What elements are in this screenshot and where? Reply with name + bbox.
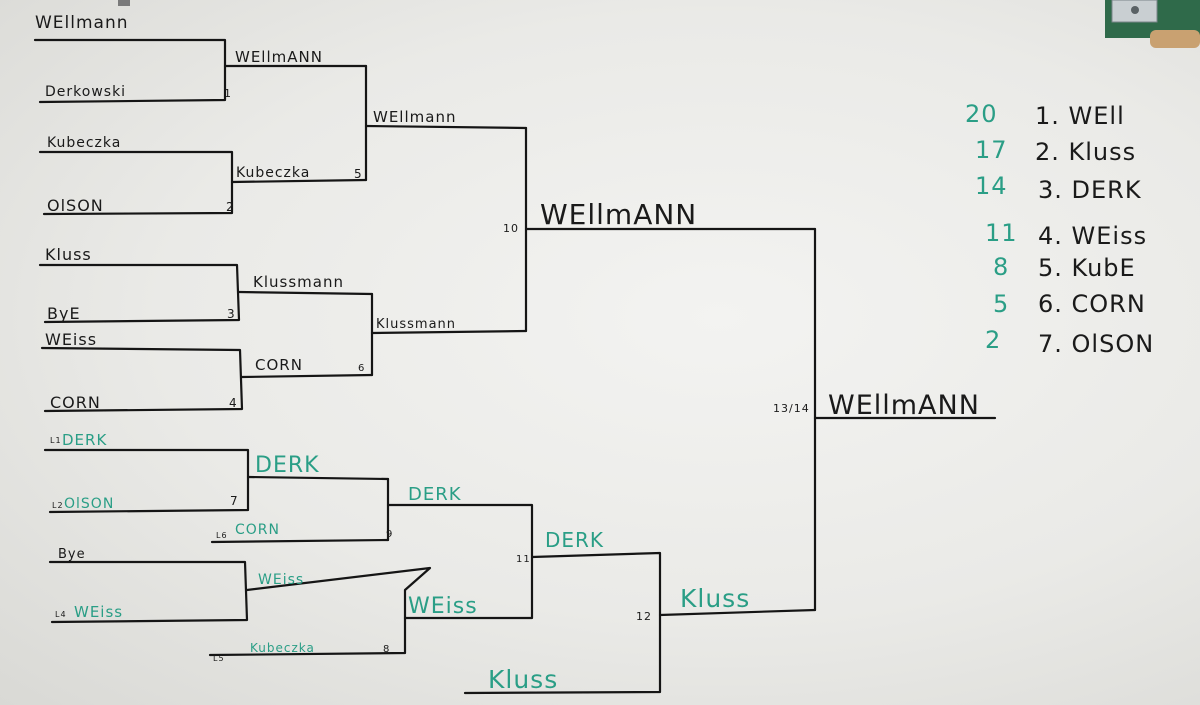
r2-bottom-winner: Klussmann <box>253 273 344 291</box>
standing-5-place: 5. KubE <box>1038 254 1136 282</box>
lb-m8-top-name: Bye <box>58 547 86 562</box>
lb-m7-bottom-name: OlSON <box>64 496 114 512</box>
winners-r1-match4: WEiss CORN 4 <box>45 330 238 412</box>
standing-2-points: 17 <box>975 136 1008 164</box>
lb-m7-top-name: DERK <box>62 431 107 449</box>
standing-7-place: 7. OlSON <box>1038 330 1154 358</box>
r2-match5-number: 5 <box>354 167 363 181</box>
standing-2-place: 2. Kluss <box>1035 138 1136 166</box>
lb-m8-opp-name: Kubeczka <box>250 641 315 655</box>
lb-m9-match-number: 9 <box>386 529 393 540</box>
lb-m9-opp-seed: L6 <box>216 531 228 540</box>
standing-3-points: 14 <box>975 172 1008 200</box>
r1m1-top-name: WEllmann <box>35 13 129 33</box>
r3-bottom-name: Klussmann <box>376 317 456 332</box>
lb-m12-winner: Kluss <box>680 584 750 613</box>
lb-m11-winner: DERK <box>545 528 604 552</box>
r1m2-top-name: Kubeczka <box>47 135 121 151</box>
board-clip-hardware <box>1105 0 1200 48</box>
r1m2-match-number: 2 <box>226 200 235 214</box>
lb-m8-winner: WEiss <box>258 572 304 588</box>
standings-list: 20 1. WEll 17 2. Kluss 14 3. DERK 11 4. … <box>965 100 1154 358</box>
lb-m8-bottom-seed: L4 <box>55 610 67 619</box>
lb-m12-match-number: 12 <box>636 610 652 623</box>
lb-m12-opponent: Kluss <box>488 665 558 694</box>
standing-1-points: 20 <box>965 100 998 128</box>
r1m2-bottom-name: OlSON <box>47 196 104 215</box>
standing-3-place: 3. DERK <box>1038 176 1142 204</box>
r1m3-bottom-name: ByE <box>47 304 81 323</box>
r2-match6-number: 6 <box>358 363 365 374</box>
r4-match10-number: 10 <box>503 222 519 235</box>
lb-m8-bottom-name: WEiss <box>74 603 123 621</box>
final-match-number: 13/14 <box>773 402 810 415</box>
losers-bracket-lines <box>43 448 817 695</box>
losers-match8: Bye L4 WEiss WEiss L5 Kubeczka 8 <box>55 547 390 663</box>
standing-6-points: 5 <box>993 290 1009 318</box>
standing-5-points: 8 <box>993 253 1009 281</box>
standing-1-place: 1. WEll <box>1035 102 1125 130</box>
lb-m8-opp-seed: L5 <box>213 654 225 663</box>
marker-smudge <box>118 0 130 6</box>
standing-4-place: 4. WEiss <box>1038 222 1147 250</box>
lb-m8-match-number: 8 <box>383 644 390 655</box>
winners-r1-match2: Kubeczka OlSON 2 <box>47 135 235 215</box>
r4-winner-name: WEllmANN <box>540 198 697 231</box>
r2-bottom-opponent: CORN <box>255 356 303 374</box>
lb-m7-bottom-seed: L2 <box>52 501 64 510</box>
r1m3-match-number: 3 <box>227 307 236 321</box>
lb-m9-winner: DERK <box>408 484 462 505</box>
r1m4-match-number: 4 <box>229 396 238 410</box>
losers-match7: L1 DERK L2 OlSON 7 DERK <box>50 431 320 512</box>
standing-6-place: 6. CORN <box>1038 290 1146 318</box>
lb-m7-top-seed: L1 <box>50 436 62 445</box>
r1m4-bottom-name: CORN <box>50 393 101 412</box>
standing-7-points: 2 <box>985 326 1001 354</box>
r1m1-bottom-name: Derkowski <box>45 84 126 100</box>
losers-match12: 12 Kluss Kluss <box>488 584 750 694</box>
r2-top-opponent: Kubeczka <box>236 165 310 181</box>
losers-match9: L6 CORN 9 DERK <box>216 484 462 540</box>
lb-m11-match-number: 11 <box>516 554 531 565</box>
r3-top-name: WEllmann <box>373 108 456 126</box>
winners-bracket-lines <box>33 38 997 612</box>
r1m1-match-number: 1 <box>224 87 232 100</box>
r1m3-top-name: Kluss <box>45 245 92 264</box>
winners-r1-match3: Kluss ByE 3 <box>45 245 236 323</box>
lb-m9-opp-name: CORN <box>235 522 280 538</box>
lb-m7-winner: DERK <box>255 453 320 478</box>
lb-m7-match-number: 7 <box>230 494 239 508</box>
winners-r1-match1: WEllmann Derkowski 1 <box>35 13 232 100</box>
r1m4-top-name: WEiss <box>45 330 97 349</box>
lb-m10b-winner: WEiss <box>408 594 478 619</box>
r2-top-winner: WEllmANN <box>235 48 323 66</box>
losers-match11: 11 DERK <box>516 528 604 565</box>
standing-4-points: 11 <box>985 219 1018 247</box>
champion-name: WEllmANN <box>828 390 980 421</box>
